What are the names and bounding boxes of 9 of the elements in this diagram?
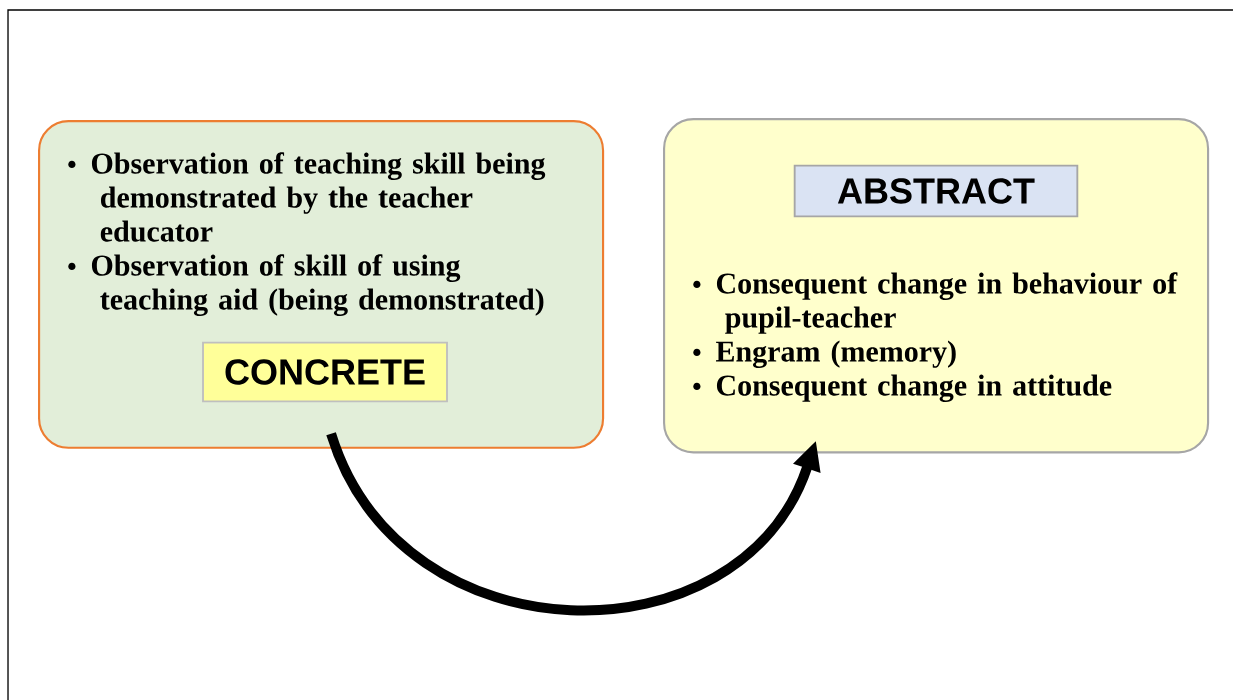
title-box: ABSTRACT <box>793 164 1079 218</box>
title-box: CONCRETE <box>202 341 448 403</box>
bullet-text: Consequent change in attitude <box>716 374 1112 402</box>
bullet-text: Observation of teaching skill being demonstrated by the teacher educator <box>91 152 546 242</box>
bullet-box <box>663 118 1210 454</box>
bullet-text: Engram (memory) <box>716 340 956 368</box>
bullet-text: Consequent change in behaviour of pupil-teacher <box>716 272 1178 334</box>
bullet-box <box>38 120 605 449</box>
bullet-text: Observation of skill of using teaching aid (being demonstrated) <box>91 254 544 316</box>
